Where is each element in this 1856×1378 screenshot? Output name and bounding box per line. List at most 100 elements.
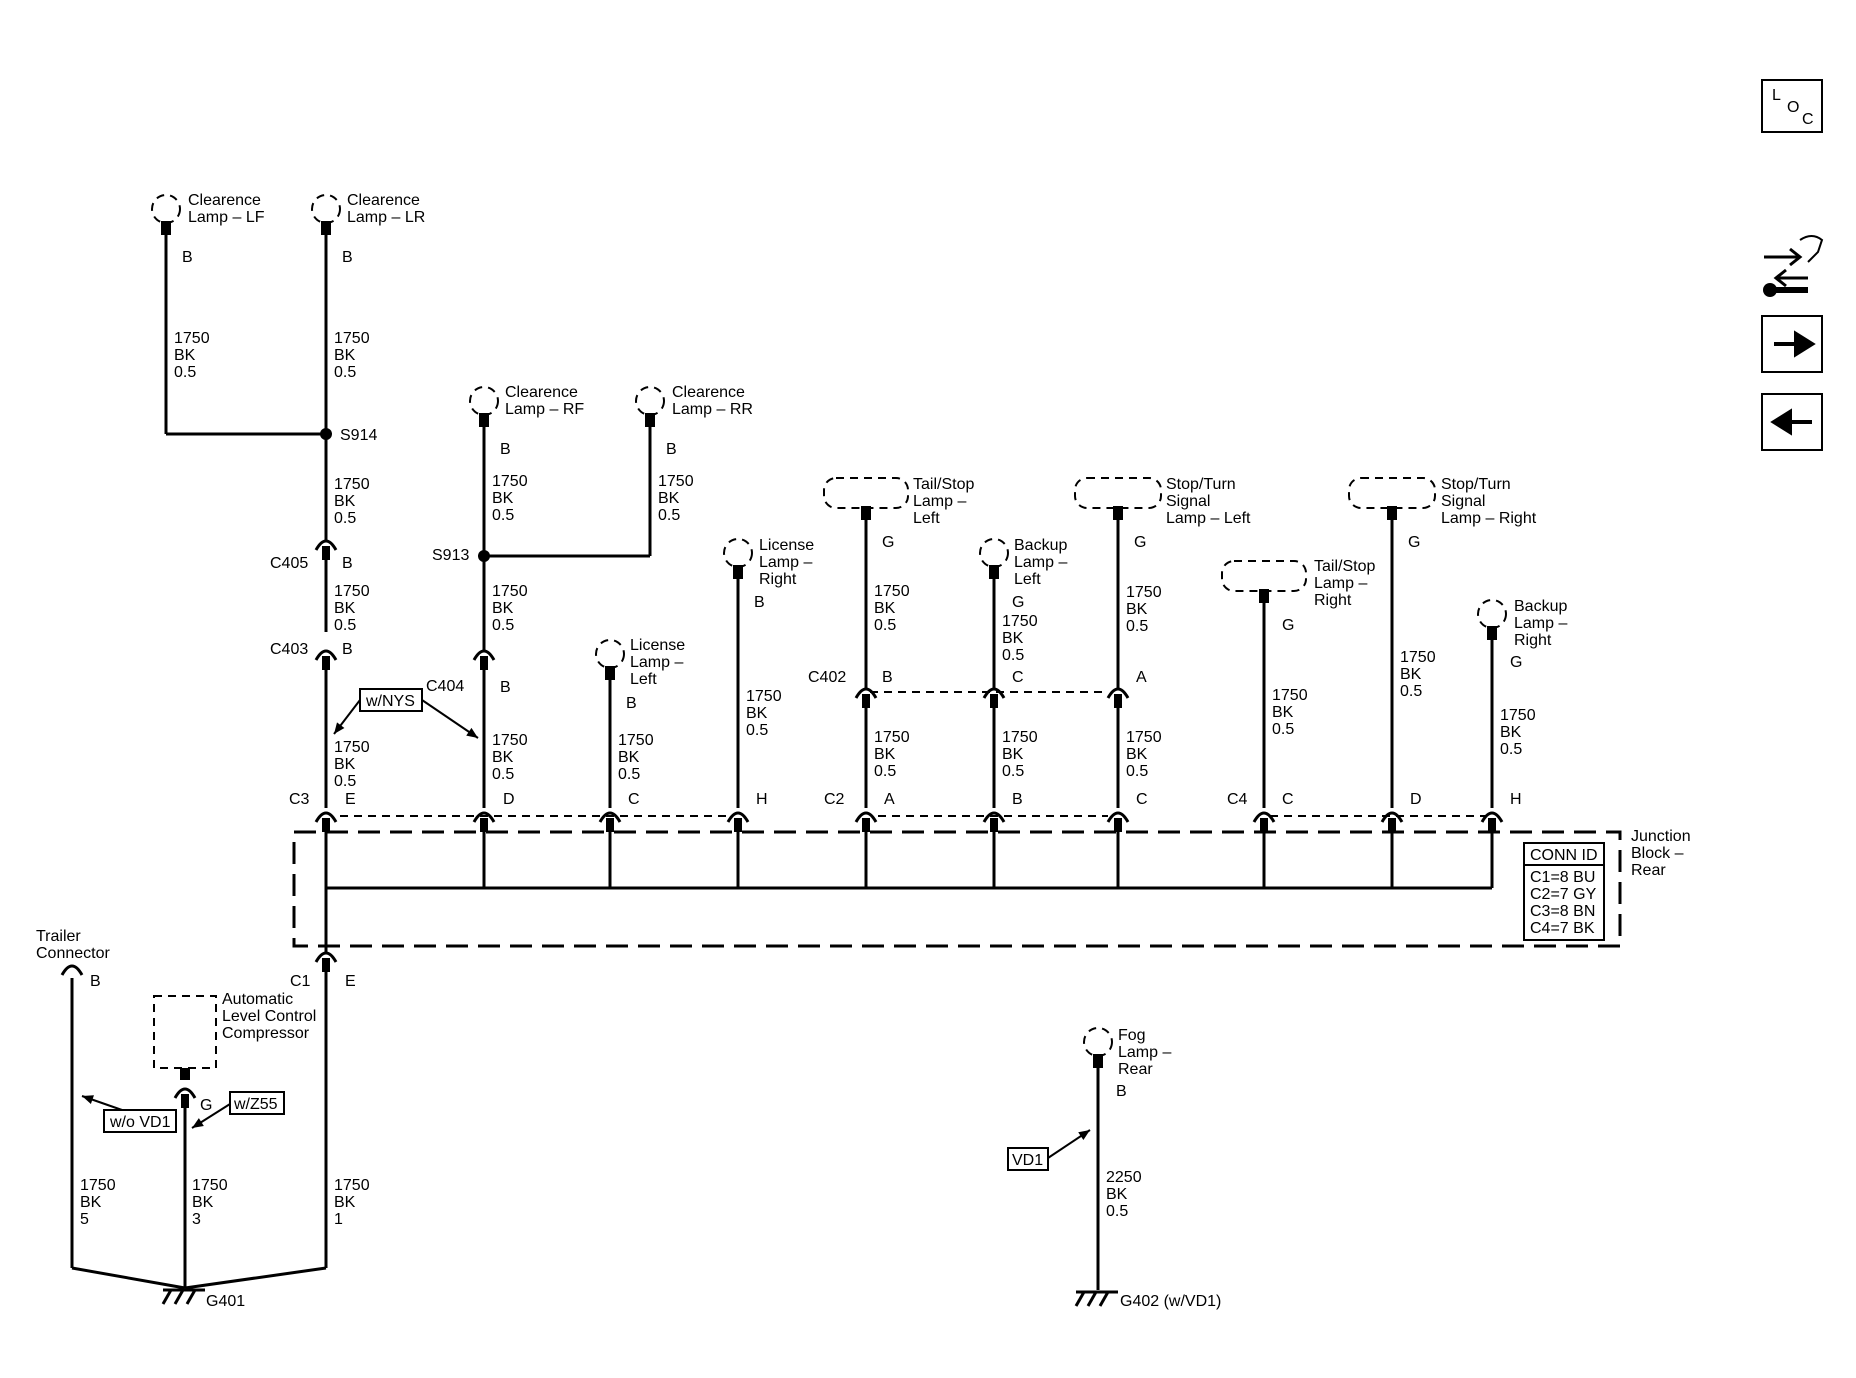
conn-id-row-c1: C1=8 BU	[1530, 869, 1595, 886]
fog-lamp-rear-socket	[1093, 1054, 1103, 1068]
pin-c402-c: C	[1012, 669, 1024, 686]
terminal-c404-pin	[480, 656, 488, 670]
static-labels: S914 S913 C405 C403 C404 C402 C3 C2 C4 C…	[103, 427, 1248, 1310]
terminal-c402-a-pin	[1114, 694, 1122, 708]
license-lamp-left-bulb	[595, 639, 625, 669]
backup-lamp-left-bulb	[979, 538, 1009, 568]
terminal-c3-e-cup	[314, 811, 338, 823]
conn-id-title: CONN ID	[1530, 847, 1598, 864]
ground-g401-hatch	[161, 1289, 173, 1305]
connector-c3-label: C3	[289, 791, 310, 808]
connector-c2-label: C2	[824, 791, 845, 808]
pin-backup-right: G	[1510, 654, 1522, 671]
previous-page-arrow-icon[interactable]	[1761, 393, 1823, 451]
stop-turn-lamp-right-bulb	[1348, 477, 1436, 509]
terminal-c4-h-pin	[1488, 818, 1496, 832]
next-page-arrow-icon[interactable]	[1761, 315, 1823, 373]
pin-c4-c: C	[1282, 791, 1294, 808]
terminal-c403-pin	[322, 656, 330, 670]
alc-compressor-box	[153, 995, 217, 1069]
pin-c3-e: E	[345, 791, 356, 808]
arrow-nys-left-head	[334, 722, 345, 734]
pin-rf: B	[500, 441, 511, 458]
connector-c404-label: C404	[426, 678, 464, 695]
splice-s913-label: S913	[432, 547, 469, 564]
license-lamp-right-bulb	[723, 538, 753, 568]
option-wo-vd1: w/o VD1	[109, 1114, 171, 1131]
pin-c3-c: C	[628, 791, 640, 808]
pin-lf: B	[182, 249, 193, 266]
component-locator-icon[interactable]: L O C	[1761, 79, 1823, 133]
loc-letter-c: C	[1802, 111, 1814, 128]
conn-id-table: CONN ID C1=8 BU C2=7 GY C3=8 BN C4=7 BK	[1523, 842, 1605, 941]
conn-id-row-c3: C3=8 BN	[1530, 903, 1595, 920]
clearance-lamp-rr-socket	[645, 413, 655, 427]
pin-c4-d: D	[1410, 791, 1422, 808]
terminal-c3-c-pin	[606, 818, 614, 832]
terminal-c3-d-pin	[480, 818, 488, 832]
arrow-nys-right-shaft	[421, 699, 479, 739]
pin-c402-a: A	[1136, 669, 1147, 686]
connector-c402-label: C402	[808, 669, 846, 686]
terminal-c2-b-pin	[990, 818, 998, 832]
terminal-c2-c-pin	[1114, 818, 1122, 832]
pin-stop-right: G	[1408, 534, 1420, 551]
pin-c404: B	[500, 679, 511, 696]
backup-lamp-left-socket	[989, 565, 999, 579]
tail-stop-lamp-left-bulb	[823, 477, 909, 509]
conn-id-row-c4: C4=7 BK	[1530, 920, 1595, 937]
pin-lr: B	[342, 249, 353, 266]
tail-stop-lamp-right-socket	[1259, 589, 1269, 603]
connector-c1-label: C1	[290, 973, 311, 990]
loc-letter-o: O	[1787, 99, 1799, 116]
terminal-c4-d-pin	[1388, 818, 1396, 832]
stop-turn-lamp-right-socket	[1387, 506, 1397, 520]
arrow-nys-right-head	[466, 727, 478, 738]
pin-fog: B	[1116, 1083, 1127, 1100]
tail-stop-lamp-right-bulb	[1221, 560, 1307, 592]
terminal-c4-c-cup	[1252, 811, 1276, 823]
pin-c1-e: E	[345, 973, 356, 990]
option-vd1: VD1	[1012, 1152, 1043, 1169]
ground-g402-hatch	[1086, 1291, 1098, 1307]
terminal-c2-c-cup	[1106, 811, 1130, 823]
terminal-c2-a-pin	[862, 818, 870, 832]
pin-tail-left: G	[882, 534, 894, 551]
pin-tail-right: G	[1282, 617, 1294, 634]
terminal-c3-e-pin	[322, 818, 330, 832]
terminal-c4-d-cup	[1380, 811, 1404, 823]
connector-wrench-icon[interactable]	[1763, 235, 1824, 297]
clearance-lamp-lf-socket	[161, 221, 171, 235]
splice-s913	[478, 550, 490, 562]
license-lamp-right-socket	[733, 565, 743, 579]
terminal-c3-d-cup	[472, 811, 496, 823]
